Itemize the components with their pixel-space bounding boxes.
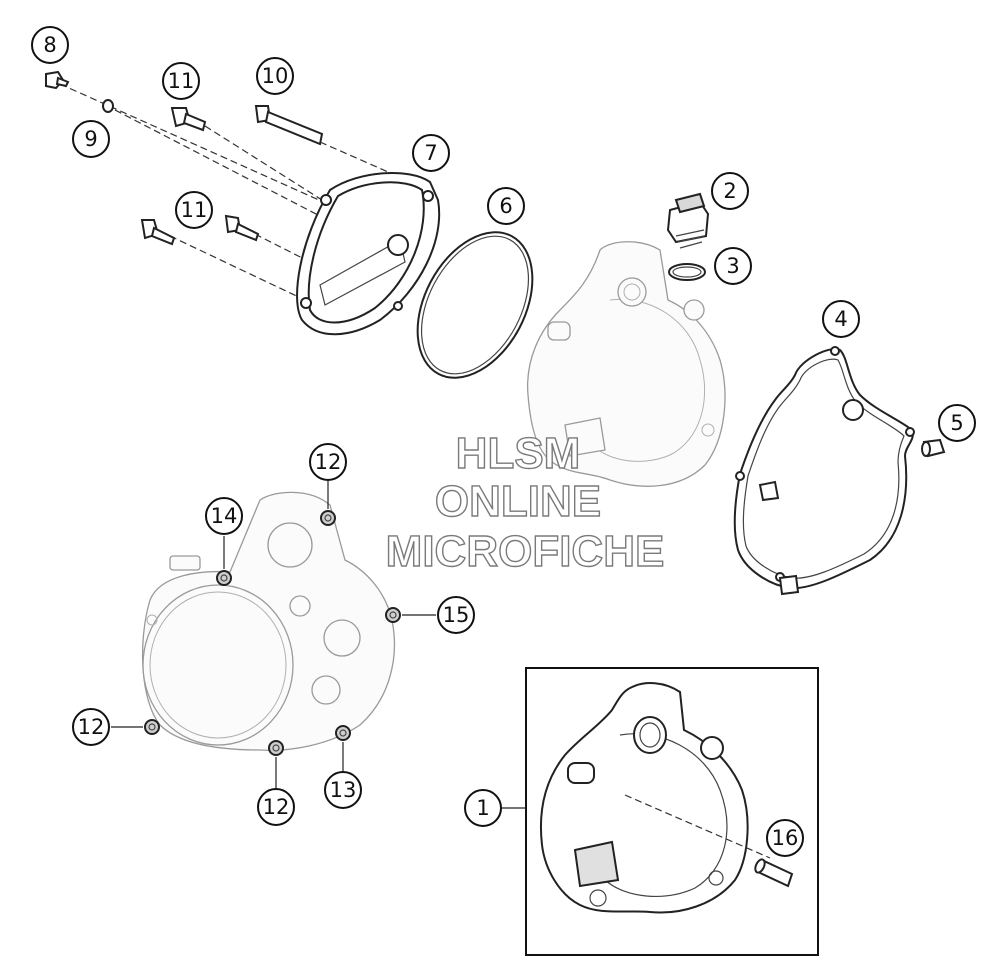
callout-c9: 9: [72, 120, 110, 158]
callout-label: 9: [84, 127, 97, 151]
callout-circle: [711, 172, 749, 210]
callout-c4: 4: [822, 300, 860, 338]
callout-circle: [437, 596, 475, 634]
o-ring-6: [416, 231, 534, 379]
watermark-line-2: ONLINE: [435, 477, 601, 526]
callout-label: 12: [315, 450, 342, 474]
callout-c12b: 12: [72, 708, 110, 746]
callout-c11a: 11: [162, 62, 200, 100]
clutch-cover-7: [296, 172, 441, 336]
callout-c8: 8: [31, 26, 69, 64]
callout-c14: 14: [205, 497, 243, 535]
cover-assembly-1: [539, 682, 771, 914]
dowel-5: [921, 438, 946, 458]
leader-lines: [111, 481, 526, 809]
callout-c2: 2: [711, 172, 749, 210]
callout-circle: [72, 120, 110, 158]
callout-c6: 6: [487, 187, 525, 225]
callout-c13: 13: [324, 771, 362, 809]
callout-label: 7: [424, 141, 437, 165]
callout-circle: [324, 771, 362, 809]
callout-circle: [714, 247, 752, 285]
oil-plug-2: [666, 192, 710, 249]
callout-circle: [257, 788, 295, 826]
assembly-lines: [59, 83, 396, 301]
callout-label: 5: [950, 411, 963, 435]
screw-11-lower-left: [140, 219, 176, 246]
nut-15: [385, 607, 401, 623]
nut-12-left: [144, 719, 160, 735]
callout-circle: [256, 57, 294, 95]
nut-14: [216, 570, 232, 586]
callout-c15: 15: [437, 596, 475, 634]
callout-c7: 7: [412, 134, 450, 172]
callout-c5: 5: [938, 404, 976, 442]
screw-8: [45, 70, 70, 90]
nut-12-top: [320, 510, 336, 526]
callout-circle: [938, 404, 976, 442]
callout-c10: 10: [256, 57, 294, 95]
watermark-line-3: MICROFICHE: [386, 527, 665, 576]
callout-circle: [72, 708, 110, 746]
screw-11-top: [170, 107, 207, 132]
callout-c16: 16: [766, 819, 804, 857]
callout-circle: [766, 819, 804, 857]
watermark-line-1: HLSM: [456, 429, 581, 478]
washer-9: [102, 99, 114, 113]
callout-circle: [31, 26, 69, 64]
nut-13: [335, 725, 351, 741]
callout-c3: 3: [714, 247, 752, 285]
callout-c11b: 11: [175, 191, 213, 229]
callout-label: 8: [43, 33, 56, 57]
callout-circle: [175, 191, 213, 229]
callout-circle: [205, 497, 243, 535]
callout-circle: [822, 300, 860, 338]
callout-circle: [464, 789, 502, 827]
callout-circle: [412, 134, 450, 172]
nut-12-bottom: [268, 740, 284, 756]
cover-lower-left: [141, 491, 396, 751]
dowel-16: [754, 858, 794, 888]
callout-label: 1: [476, 796, 489, 820]
callout-label: 12: [78, 715, 105, 739]
callout-label: 11: [168, 69, 195, 93]
callout-circle: [162, 62, 200, 100]
watermark: HLSM ONLINE MICROFICHE: [385, 428, 665, 576]
callout-c1: 1: [464, 789, 502, 827]
gasket-4: [733, 346, 915, 596]
callout-label: 2: [723, 179, 736, 203]
inset-box: [525, 667, 819, 956]
screw-10: [254, 105, 324, 146]
callout-label: 11: [181, 198, 208, 222]
callout-label: 13: [330, 778, 357, 802]
callout-label: 14: [211, 504, 238, 528]
callout-circle: [309, 443, 347, 481]
screw-11-lower-right: [224, 214, 260, 242]
callout-label: 10: [262, 64, 289, 88]
callout-circle: [487, 187, 525, 225]
callout-label: 4: [834, 307, 847, 331]
callout-label: 3: [726, 254, 739, 278]
callout-c12c: 12: [257, 788, 295, 826]
callout-label: 6: [499, 194, 512, 218]
callout-label: 15: [443, 603, 470, 627]
callout-c12a: 12: [309, 443, 347, 481]
callout-label: 12: [263, 795, 290, 819]
seal-ring-3: [668, 263, 706, 281]
callout-label: 16: [772, 826, 799, 850]
cover-assembly-upper: [526, 241, 726, 487]
